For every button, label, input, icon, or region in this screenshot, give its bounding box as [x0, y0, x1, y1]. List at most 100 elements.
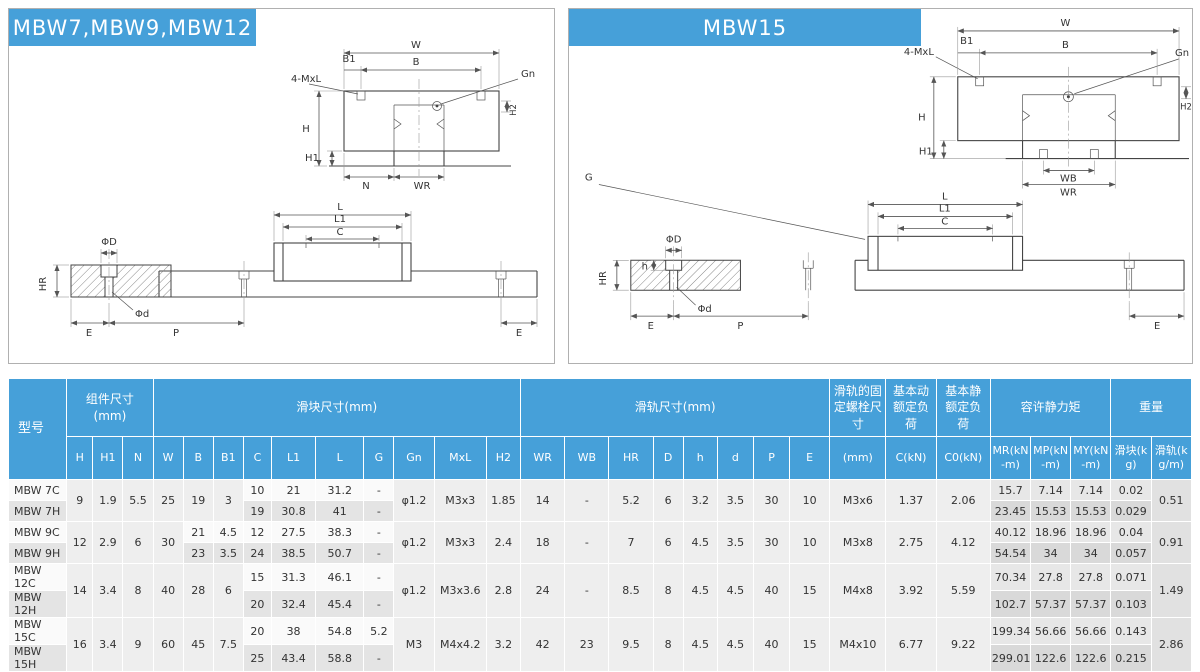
table-cell: 5.59 [935, 563, 991, 618]
table-cell: 4.5 [716, 563, 754, 618]
table-cell: 21 [270, 479, 317, 501]
table-cell: 40.12 [989, 521, 1032, 543]
dim-label-dia-d: Φd [135, 309, 149, 320]
dim-label-h2: H2 [509, 104, 519, 116]
table-row-mbw7h: MBW 7H 19 30.8 41 - 23.45 15.53 15.53 0.… [7, 500, 1192, 522]
table-cell: 4.5 [716, 617, 754, 672]
table-cell: 38 [270, 617, 317, 645]
dim-label-wr: WR [1060, 187, 1077, 198]
table-cell: 3.2 [682, 479, 718, 522]
col-header: C0(kN) [935, 436, 991, 480]
col-header: 滑轨(kg/m) [1150, 436, 1193, 480]
dim-label-h2: H2 [1180, 102, 1192, 112]
dim-label-e-right: E [1154, 321, 1160, 332]
table-cell: 3.4 [92, 617, 124, 672]
col-header: L [315, 436, 365, 480]
table-cell: 15.53 [1030, 500, 1072, 522]
table-cell: 42 [520, 617, 566, 672]
table-cell: 10 [789, 521, 831, 564]
dim-label-dia-D: ΦD [101, 237, 117, 248]
model-cell: MBW 15C [7, 617, 68, 645]
table-cell: 31.3 [270, 563, 317, 591]
table-cell: 31.2 [315, 479, 365, 501]
table-cell: 3.2 [485, 617, 522, 672]
table-cell: 102.7 [989, 590, 1032, 618]
col-header: C [242, 436, 272, 480]
panel-mbw7-9-12: W B B1 4-MxL Gn H H1 N WR H2 [8, 8, 555, 364]
col-header: L1 [270, 436, 317, 480]
table-cell: 4.5 [212, 521, 244, 543]
dim-label-gn: Gn [1175, 48, 1189, 59]
table-cell: 1.9 [92, 479, 124, 522]
col-header: MxL [433, 436, 487, 480]
dim-label-dia-d: Φd [698, 304, 712, 315]
group-header-weight: 重量 [1110, 378, 1192, 437]
specification-table: 型号 组件尺寸(mm) 滑块尺寸(mm) 滑轨尺寸(mm) 滑轨的固定螺栓尺寸 … [7, 378, 1193, 672]
dim-label-l: L [942, 191, 948, 202]
table-cell: 8 [652, 563, 684, 618]
table-cell: - [363, 590, 395, 618]
front-view: W B B1 4-MxL Gn H H1 N WR H2 [291, 40, 535, 192]
table-cell: 0.071 [1110, 563, 1152, 591]
col-header: B [182, 436, 214, 480]
model-cell: MBW 12C [7, 563, 68, 591]
table-cell: 24 [242, 542, 272, 564]
panel-title-text: MBW15 [702, 15, 788, 40]
dim-label-hr: HR [598, 271, 609, 285]
col-header: 滑块(kg) [1110, 436, 1152, 480]
table-cell: 15.53 [1070, 500, 1112, 522]
table-cell: 10 [789, 479, 831, 522]
col-header: d [716, 436, 754, 480]
table-cell: 0.215 [1110, 644, 1152, 672]
table-cell: M3 [393, 617, 435, 672]
table-cell: 3 [212, 479, 244, 522]
table-cell: 2.86 [1150, 617, 1193, 672]
model-cell: MBW 9C [7, 521, 68, 543]
table-cell: 30 [152, 521, 184, 564]
table-cell: 7 [608, 521, 654, 564]
table-cell: 0.057 [1110, 542, 1152, 564]
table-cell: 23 [564, 617, 610, 672]
col-header: D [652, 436, 684, 480]
table-cell: 7.14 [1070, 479, 1112, 501]
table-cell: 16 [66, 617, 94, 672]
table-cell: 3.92 [885, 563, 937, 618]
table-cell: 40 [152, 563, 184, 618]
table-cell: 7.14 [1030, 479, 1072, 501]
dim-label-h1: H1 [919, 147, 933, 158]
table-cell: 15 [789, 563, 831, 618]
dim-label-g: G [585, 173, 593, 184]
table-cell: 38.3 [315, 521, 365, 543]
table-row-mbw7c: MBW 7C 9 1.9 5.5 25 19 3 10 21 31.2 - φ1… [7, 479, 1193, 522]
table-row-mbw9c: MBW 9C 12 2.9 6 30 21 4.5 12 27.5 38.3 -… [7, 521, 1193, 564]
dim-label-c: C [337, 227, 344, 238]
table-cell: 56.66 [1070, 617, 1112, 645]
table-cell: 27.8 [1070, 563, 1112, 591]
dim-label-l1: L1 [334, 214, 346, 225]
table-cell: - [564, 563, 610, 618]
table-cell: M3x6 [829, 479, 887, 522]
table-cell: M4x4.2 [433, 617, 487, 672]
col-header: G [363, 436, 395, 480]
dim-label-h: H [302, 124, 310, 135]
dim-label-wb: WB [1060, 174, 1077, 185]
col-header: H2 [485, 436, 522, 480]
table-row-mbw12h: MBW 12H 20 32.4 45.4 - 102.7 57.37 57.37… [7, 590, 1192, 618]
dim-label-e-right: E [516, 328, 522, 339]
table-cell: 7.5 [212, 617, 244, 672]
col-header: H1 [92, 436, 124, 480]
table-cell: 15 [242, 563, 272, 591]
table-cell: 58.8 [315, 644, 365, 672]
col-header: MY(kN-m) [1070, 436, 1112, 480]
table-cell: 20 [242, 590, 272, 618]
panel-mbw15: W B B1 4-MxL Gn H H1 H2 WB WR [568, 8, 1193, 364]
table-cell: M3x3 [433, 479, 487, 522]
table-cell: 9.5 [608, 617, 654, 672]
table-cell: φ1.2 [393, 479, 435, 522]
table-cell: 23.45 [989, 500, 1032, 522]
col-header: N [122, 436, 154, 480]
col-header: h [682, 436, 718, 480]
group-header-static-load: 基本静额定负荷 [935, 378, 991, 437]
table-cell: 24 [520, 563, 566, 618]
dim-label-l: L [337, 202, 343, 213]
